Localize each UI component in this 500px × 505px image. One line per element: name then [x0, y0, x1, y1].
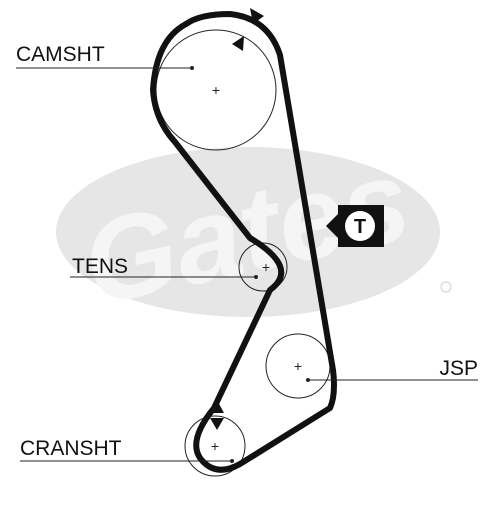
crankshaft-pulley — [184, 415, 246, 477]
tensioner-leader-dot — [254, 275, 258, 279]
jsp-center-mark: + — [294, 358, 302, 374]
camshaft-leader-dot — [190, 66, 194, 70]
camshaft-center-mark: + — [212, 82, 220, 98]
tensioner-center-mark: + — [262, 259, 270, 275]
timing-belt — [150, 11, 337, 473]
center-marks: + + + + — [211, 82, 302, 454]
tensioner-marker-letter: T — [354, 216, 366, 238]
registered-mark-icon — [440, 281, 452, 293]
tensioner-pointer-icon — [326, 212, 340, 240]
tensioner-marker: T — [326, 205, 384, 247]
component-labels: CAMSHT TENS JSP CRANSHT — [16, 43, 478, 460]
jsp-label: JSP — [439, 357, 478, 380]
crankshaft-leader-dot — [230, 459, 234, 463]
crankshaft-label: CRANSHT — [20, 437, 122, 460]
tensioner-label: TENS — [72, 255, 128, 278]
camshaft-timing-arrow-icon — [250, 8, 264, 24]
tensioner-marker-circle — [345, 211, 375, 241]
crankshaft-timing-arrow-icon — [210, 400, 224, 413]
jsp-leader-dot — [306, 378, 310, 382]
timing-marks — [210, 8, 264, 430]
camshaft-timing-arrow-icon — [232, 36, 244, 51]
camshaft-label: CAMSHT — [16, 43, 105, 66]
leader-lines — [16, 67, 478, 462]
leader-dots — [190, 66, 310, 463]
crankshaft-timing-arrow-icon — [210, 418, 224, 430]
crankshaft-center-mark: + — [211, 438, 219, 454]
gates-watermark-logo: Gates — [56, 134, 452, 331]
